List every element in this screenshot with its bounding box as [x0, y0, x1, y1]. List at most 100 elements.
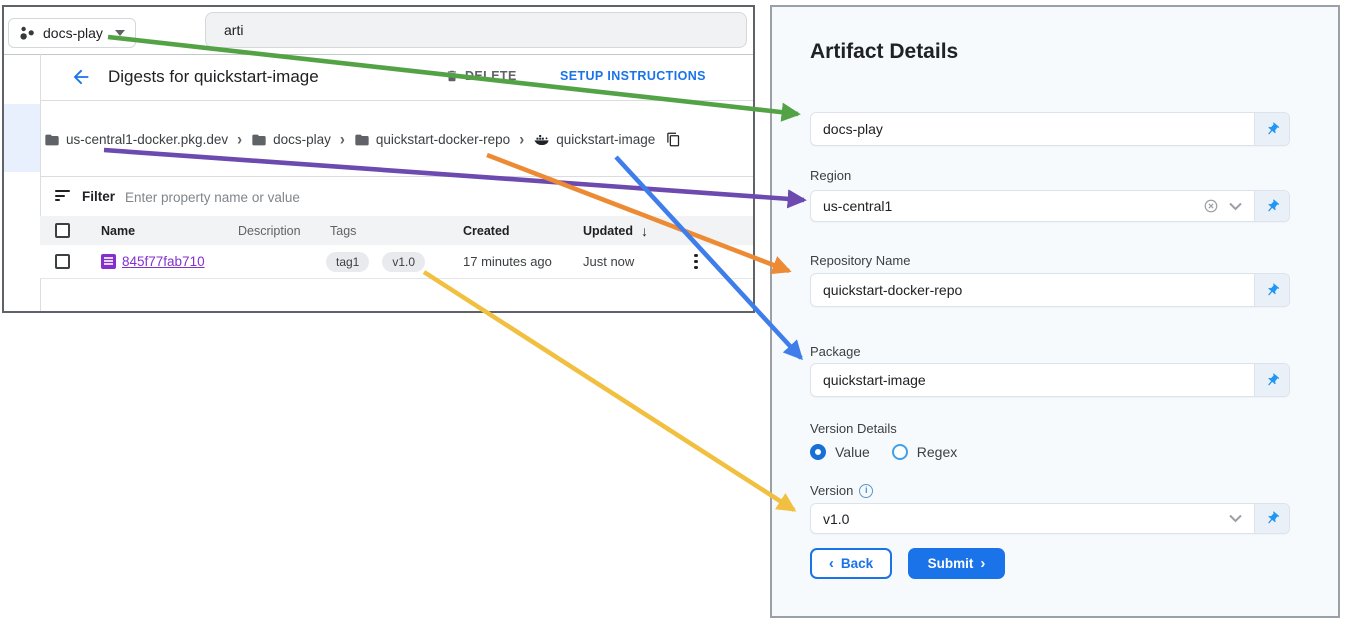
filter-bar: Filter — [40, 176, 753, 217]
pin-icon — [1267, 283, 1279, 295]
back-button-label: Back — [840, 556, 874, 571]
version-details-label: Version Details — [810, 421, 897, 436]
chevron-right-icon: › — [980, 555, 986, 572]
version-label-text: Version — [810, 483, 854, 498]
submit-button[interactable]: Submit › — [908, 548, 1005, 579]
radio-selected-icon — [810, 444, 826, 460]
row-checkbox[interactable] — [55, 245, 70, 278]
created-cell: 17 minutes ago — [463, 254, 552, 269]
column-header-description: Description — [238, 223, 301, 238]
repository-label: Repository Name — [810, 253, 911, 268]
column-header-updated-label: Updated — [583, 223, 633, 238]
region-value: us-central1 — [823, 198, 893, 214]
console-screenshot-panel: docs-play Digests for quickstart-image D… — [2, 5, 755, 313]
breadcrumb-separator: › — [339, 130, 345, 149]
copy-icon[interactable] — [666, 132, 681, 147]
table-row: 845f77fab710 tag1 v1.0 17 minutes ago Ju… — [40, 245, 753, 279]
pin-icon — [1267, 511, 1279, 524]
pin-button[interactable] — [1254, 113, 1289, 145]
package-value: quickstart-image — [823, 372, 926, 388]
breadcrumb-label: us-central1-docker.pkg.dev — [66, 132, 229, 147]
package-label: Package — [810, 344, 861, 359]
table-header: Name Description Tags Created Updated ↓ — [40, 216, 753, 246]
digest-name-cell: 845f77fab710 — [101, 245, 205, 278]
updated-cell: Just now — [583, 254, 635, 269]
pin-button[interactable] — [1254, 191, 1289, 221]
breadcrumb-item-registry[interactable]: us-central1-docker.pkg.dev — [44, 132, 228, 148]
panel-title: Artifact Details — [810, 40, 959, 63]
back-arrow-icon[interactable] — [70, 66, 92, 88]
select-all-checkbox[interactable] — [55, 216, 70, 245]
kebab-menu-icon — [690, 250, 702, 274]
row-menu-button[interactable] — [690, 245, 702, 278]
pin-icon — [1267, 122, 1279, 134]
filter-label: Filter — [82, 189, 116, 204]
breadcrumb-item-repository[interactable]: quickstart-docker-repo — [354, 132, 510, 148]
form-buttons: ‹ Back Submit › — [810, 548, 1005, 579]
tag-pill: v1.0 — [382, 251, 426, 272]
radio-option-regex[interactable]: Regex — [891, 444, 957, 460]
project-selector-label: docs-play — [43, 25, 103, 41]
tags-cell: tag1 v1.0 — [326, 245, 426, 278]
filter-input[interactable] — [123, 184, 677, 210]
setup-instructions-label: SETUP INSTRUCTIONS — [560, 69, 706, 83]
submit-button-label: Submit — [927, 556, 974, 571]
page-title: Digests for quickstart-image — [108, 67, 319, 86]
column-header-updated[interactable]: Updated ↓ — [583, 216, 648, 245]
column-header-tags: Tags — [330, 223, 357, 238]
pin-button[interactable] — [1254, 274, 1289, 306]
search-input[interactable] — [205, 12, 747, 48]
version-input[interactable]: v1.0 — [811, 504, 1254, 533]
version-field: v1.0 — [810, 503, 1290, 534]
breadcrumb-label: quickstart-image — [556, 132, 656, 147]
version-label: Version i — [810, 483, 874, 498]
pin-icon — [1267, 199, 1279, 211]
region-label: Region — [810, 168, 852, 183]
digest-link[interactable]: 845f77fab710 — [122, 254, 205, 269]
repository-input[interactable]: quickstart-docker-repo — [811, 274, 1254, 306]
column-header-name[interactable]: Name — [101, 223, 136, 238]
breadcrumb-separator: › — [519, 130, 525, 149]
info-icon[interactable]: i — [859, 483, 874, 498]
project-selector-button[interactable]: docs-play — [8, 18, 136, 48]
sidebar-divider — [40, 54, 41, 311]
dropdown-chevron-icon[interactable] — [1229, 514, 1242, 523]
sidebar-selected-highlight — [4, 104, 40, 172]
column-header-created[interactable]: Created — [463, 223, 510, 238]
chevron-down-icon — [115, 30, 125, 36]
sort-descending-icon: ↓ — [641, 222, 648, 239]
breadcrumb: us-central1-docker.pkg.dev › docs-play ›… — [44, 130, 681, 149]
chevron-left-icon: ‹ — [828, 555, 834, 572]
pin-button[interactable] — [1254, 364, 1289, 396]
pin-icon — [1267, 373, 1279, 385]
console-topbar: docs-play — [4, 7, 753, 55]
package-field: quickstart-image — [810, 363, 1290, 397]
project-value: docs-play — [823, 121, 883, 137]
radio-label: Value — [835, 444, 870, 460]
breadcrumb-item-package[interactable]: quickstart-image — [533, 132, 655, 148]
region-field: us-central1 — [810, 190, 1290, 222]
delete-button-label: DELETE — [465, 69, 517, 83]
pin-button[interactable] — [1254, 504, 1289, 533]
breadcrumb-label: quickstart-docker-repo — [375, 132, 511, 147]
trash-icon — [447, 70, 457, 82]
clear-icon[interactable] — [1203, 198, 1219, 214]
delete-button[interactable]: DELETE — [445, 69, 517, 83]
radio-option-value[interactable]: Value — [810, 444, 870, 460]
version-value: v1.0 — [823, 510, 850, 527]
package-input[interactable]: quickstart-image — [811, 364, 1254, 396]
docker-whale-icon — [534, 134, 549, 145]
folder-icon — [355, 134, 369, 145]
digest-icon — [101, 254, 116, 269]
breadcrumb-label: docs-play — [273, 132, 331, 147]
back-button[interactable]: ‹ Back — [810, 548, 892, 579]
breadcrumb-item-project[interactable]: docs-play — [251, 132, 331, 148]
filter-icon — [55, 190, 70, 202]
project-input[interactable]: docs-play — [811, 113, 1254, 145]
setup-instructions-button[interactable]: SETUP INSTRUCTIONS — [560, 69, 706, 83]
version-details-radio-group: Value Regex — [810, 444, 957, 460]
dropdown-chevron-icon[interactable] — [1229, 202, 1242, 211]
region-input[interactable]: us-central1 — [811, 191, 1254, 221]
repository-field: quickstart-docker-repo — [810, 273, 1290, 307]
